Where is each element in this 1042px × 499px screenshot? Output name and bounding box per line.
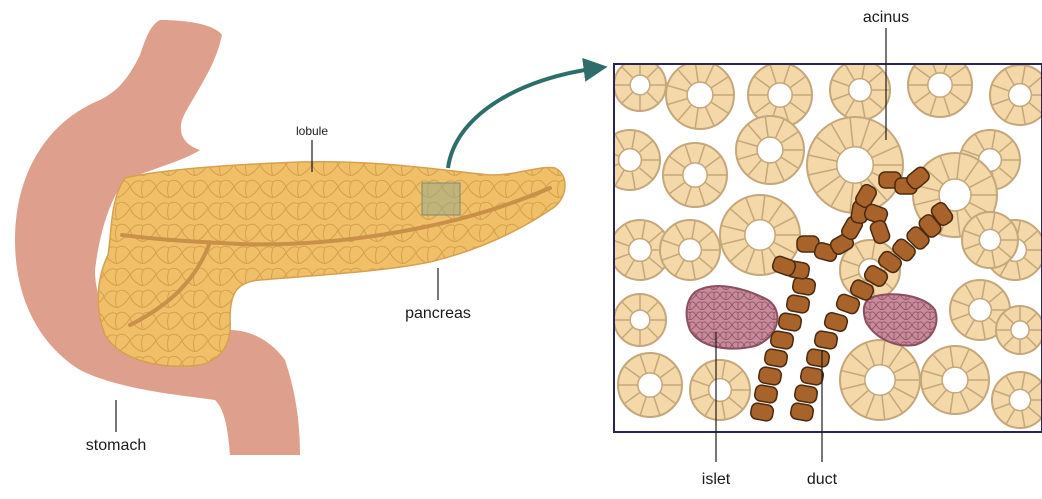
duct-cell [806, 348, 830, 368]
acinus-ring [660, 220, 720, 280]
acinus-ring [614, 294, 666, 346]
inset-panel [600, 53, 1042, 432]
duct-cell [764, 348, 788, 368]
acinus-ring [992, 372, 1042, 428]
acinus-ring [830, 60, 890, 120]
label-lobule: lobule [296, 124, 328, 138]
acinus-ring [996, 306, 1042, 354]
duct-cell [750, 402, 774, 422]
acinus-ring [666, 61, 734, 129]
label-pancreas: pancreas [405, 305, 471, 322]
acinus-ring [921, 346, 989, 414]
duct-cell [778, 312, 802, 332]
acinus-ring [663, 143, 727, 207]
duct-cell [794, 384, 818, 404]
magnified-region-marker [422, 183, 460, 215]
acinus-ring [600, 130, 660, 190]
acinus-ring [908, 53, 972, 117]
duct-cell [790, 402, 814, 422]
duct-cell [800, 366, 824, 386]
magnify-arrow [448, 68, 598, 168]
acinus-ring [840, 340, 920, 420]
acinus-ring [962, 212, 1018, 268]
acinus-ring [990, 65, 1042, 125]
acinus-ring [807, 117, 903, 213]
label-islet: islet [702, 471, 731, 488]
acinus-ring [614, 59, 666, 111]
pancreas-shape [98, 162, 565, 367]
duct-cell [758, 366, 782, 386]
label-duct: duct [807, 471, 838, 488]
duct-cell [754, 384, 778, 404]
duct-cell [786, 294, 810, 314]
duct-cell [814, 330, 838, 350]
label-stomach: stomach [86, 437, 146, 454]
duct-cell [770, 330, 794, 350]
acinus-ring [690, 360, 750, 420]
acinus-ring [618, 353, 682, 417]
acinus-ring [736, 116, 804, 184]
label-acinus: acinus [863, 9, 909, 26]
